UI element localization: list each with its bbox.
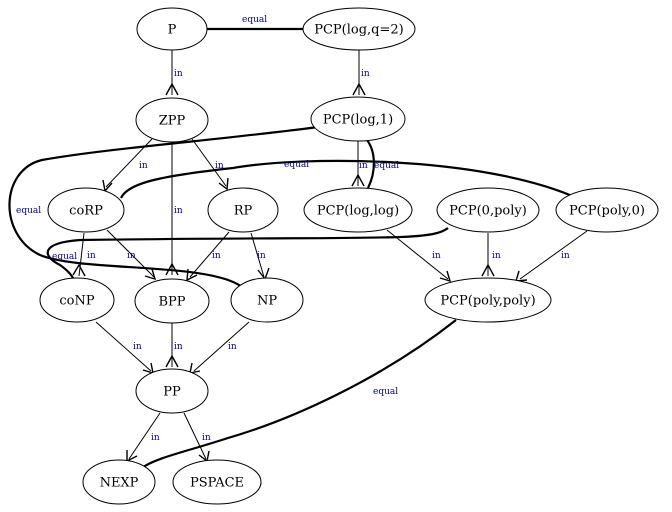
node-label: ZPP — [159, 114, 186, 129]
edge-pp-nexp: in — [126, 412, 161, 463]
node-np: NP — [230, 277, 304, 323]
edge-label: in — [174, 69, 183, 79]
edge-rp-np: in — [250, 232, 270, 281]
edge-pcp-poly-0-pcp-poly-poly: in — [515, 230, 588, 282]
edge-pcp-log-log-pcp-poly-poly: in — [386, 229, 452, 283]
edge-pcp-poly-0-corp: equal — [120, 159, 578, 200]
edge-label: in — [139, 161, 148, 171]
edge-label: equal — [242, 15, 267, 25]
edge-label: in — [361, 69, 370, 79]
node-pcp-log-1: PCP(log,1) — [310, 96, 406, 142]
edge-pcp-0-poly-conp: equal — [46, 227, 449, 286]
node-label: PCP(log,1) — [323, 113, 393, 128]
node-conp: coNP — [39, 277, 115, 323]
edge-label: in — [174, 342, 183, 352]
node-bpp: BPP — [134, 278, 210, 324]
edge-pcp-log-1-np: equal — [8, 125, 319, 288]
edge-pp-pspace: in — [183, 412, 211, 463]
edge-corp-conp: in — [72, 232, 96, 277]
node-zpp: ZPP — [135, 97, 209, 143]
node-label: PCP(poly,0) — [569, 204, 645, 219]
edge-pcp-0-poly-pcp-poly-poly: in — [481, 233, 501, 277]
edge-label: in — [127, 251, 136, 261]
node-label: NEXP — [100, 476, 139, 491]
node-label: PCP(0,poly) — [449, 204, 527, 219]
edge-label: in — [492, 251, 501, 261]
node-label: PCP(log,q=2) — [314, 23, 404, 38]
node-pcp-log-log: PCP(log,log) — [303, 187, 413, 233]
node-pcp-poly-0: PCP(poly,0) — [555, 187, 659, 233]
edge-label: equal — [373, 387, 398, 397]
node-pcp-0-poly: PCP(0,poly) — [436, 187, 540, 233]
edge-pcp-log-q2-pcp-log-1: in — [352, 50, 370, 96]
node-corp: coRP — [47, 187, 125, 233]
edge-label: in — [561, 251, 570, 261]
edge-label: in — [174, 206, 183, 216]
edge-corp-bpp: in — [106, 229, 157, 281]
edge-pcp-log-1-pcp-log-log: in — [351, 141, 368, 187]
edge-label: in — [212, 251, 221, 261]
edge-p-zpp: in — [165, 50, 183, 96]
node-pcp-log-q2: PCP(log,q=2) — [302, 7, 416, 51]
edge-label: in — [202, 433, 211, 443]
node-label: coNP — [59, 294, 94, 309]
edge-label: in — [432, 251, 441, 261]
node-label: PP — [163, 385, 181, 400]
edge-zpp-rp: in — [191, 138, 229, 191]
node-nexp: NEXP — [82, 459, 156, 505]
node-pspace: PSPACE — [172, 459, 262, 505]
edge-label: equal — [16, 206, 41, 216]
edge-zpp-bpp: in — [165, 142, 183, 276]
edge-label: equal — [284, 160, 309, 170]
edge-bpp-pp: in — [165, 323, 183, 368]
edge-label: in — [359, 161, 368, 171]
edge-label: in — [151, 433, 160, 443]
node-label: PSPACE — [190, 476, 244, 491]
edge-label: in — [257, 251, 266, 261]
edge-label: equal — [52, 252, 77, 262]
edge-label: in — [133, 342, 142, 352]
node-label: PCP(poly,poly) — [440, 294, 535, 309]
edge-p-pcp-log-q2: equal — [207, 15, 303, 31]
edge-pcp-log-1-pcp-log-log-equal: equal — [366, 139, 399, 189]
node-label: NP — [257, 294, 277, 309]
edge-np-pp: in — [189, 321, 250, 374]
edge-label: in — [87, 251, 96, 261]
edge-pcp-poly-poly-nexp: equal — [141, 319, 457, 469]
node-label: BPP — [158, 295, 185, 310]
node-pcp-poly-poly: PCP(poly,poly) — [424, 277, 552, 323]
node-pp: PP — [135, 368, 209, 414]
edge-rp-bpp: in — [186, 231, 230, 282]
node-label: RP — [234, 204, 253, 219]
node-p: P — [136, 7, 208, 51]
node-label: coRP — [69, 204, 103, 219]
node-label: PCP(log,log) — [317, 204, 399, 219]
edge-conp-pp: in — [95, 321, 154, 375]
edge-label: equal — [374, 161, 399, 171]
edge-label: in — [228, 342, 237, 352]
node-rp: RP — [207, 187, 279, 233]
node-label: P — [168, 23, 177, 38]
edge-label: in — [215, 161, 224, 171]
